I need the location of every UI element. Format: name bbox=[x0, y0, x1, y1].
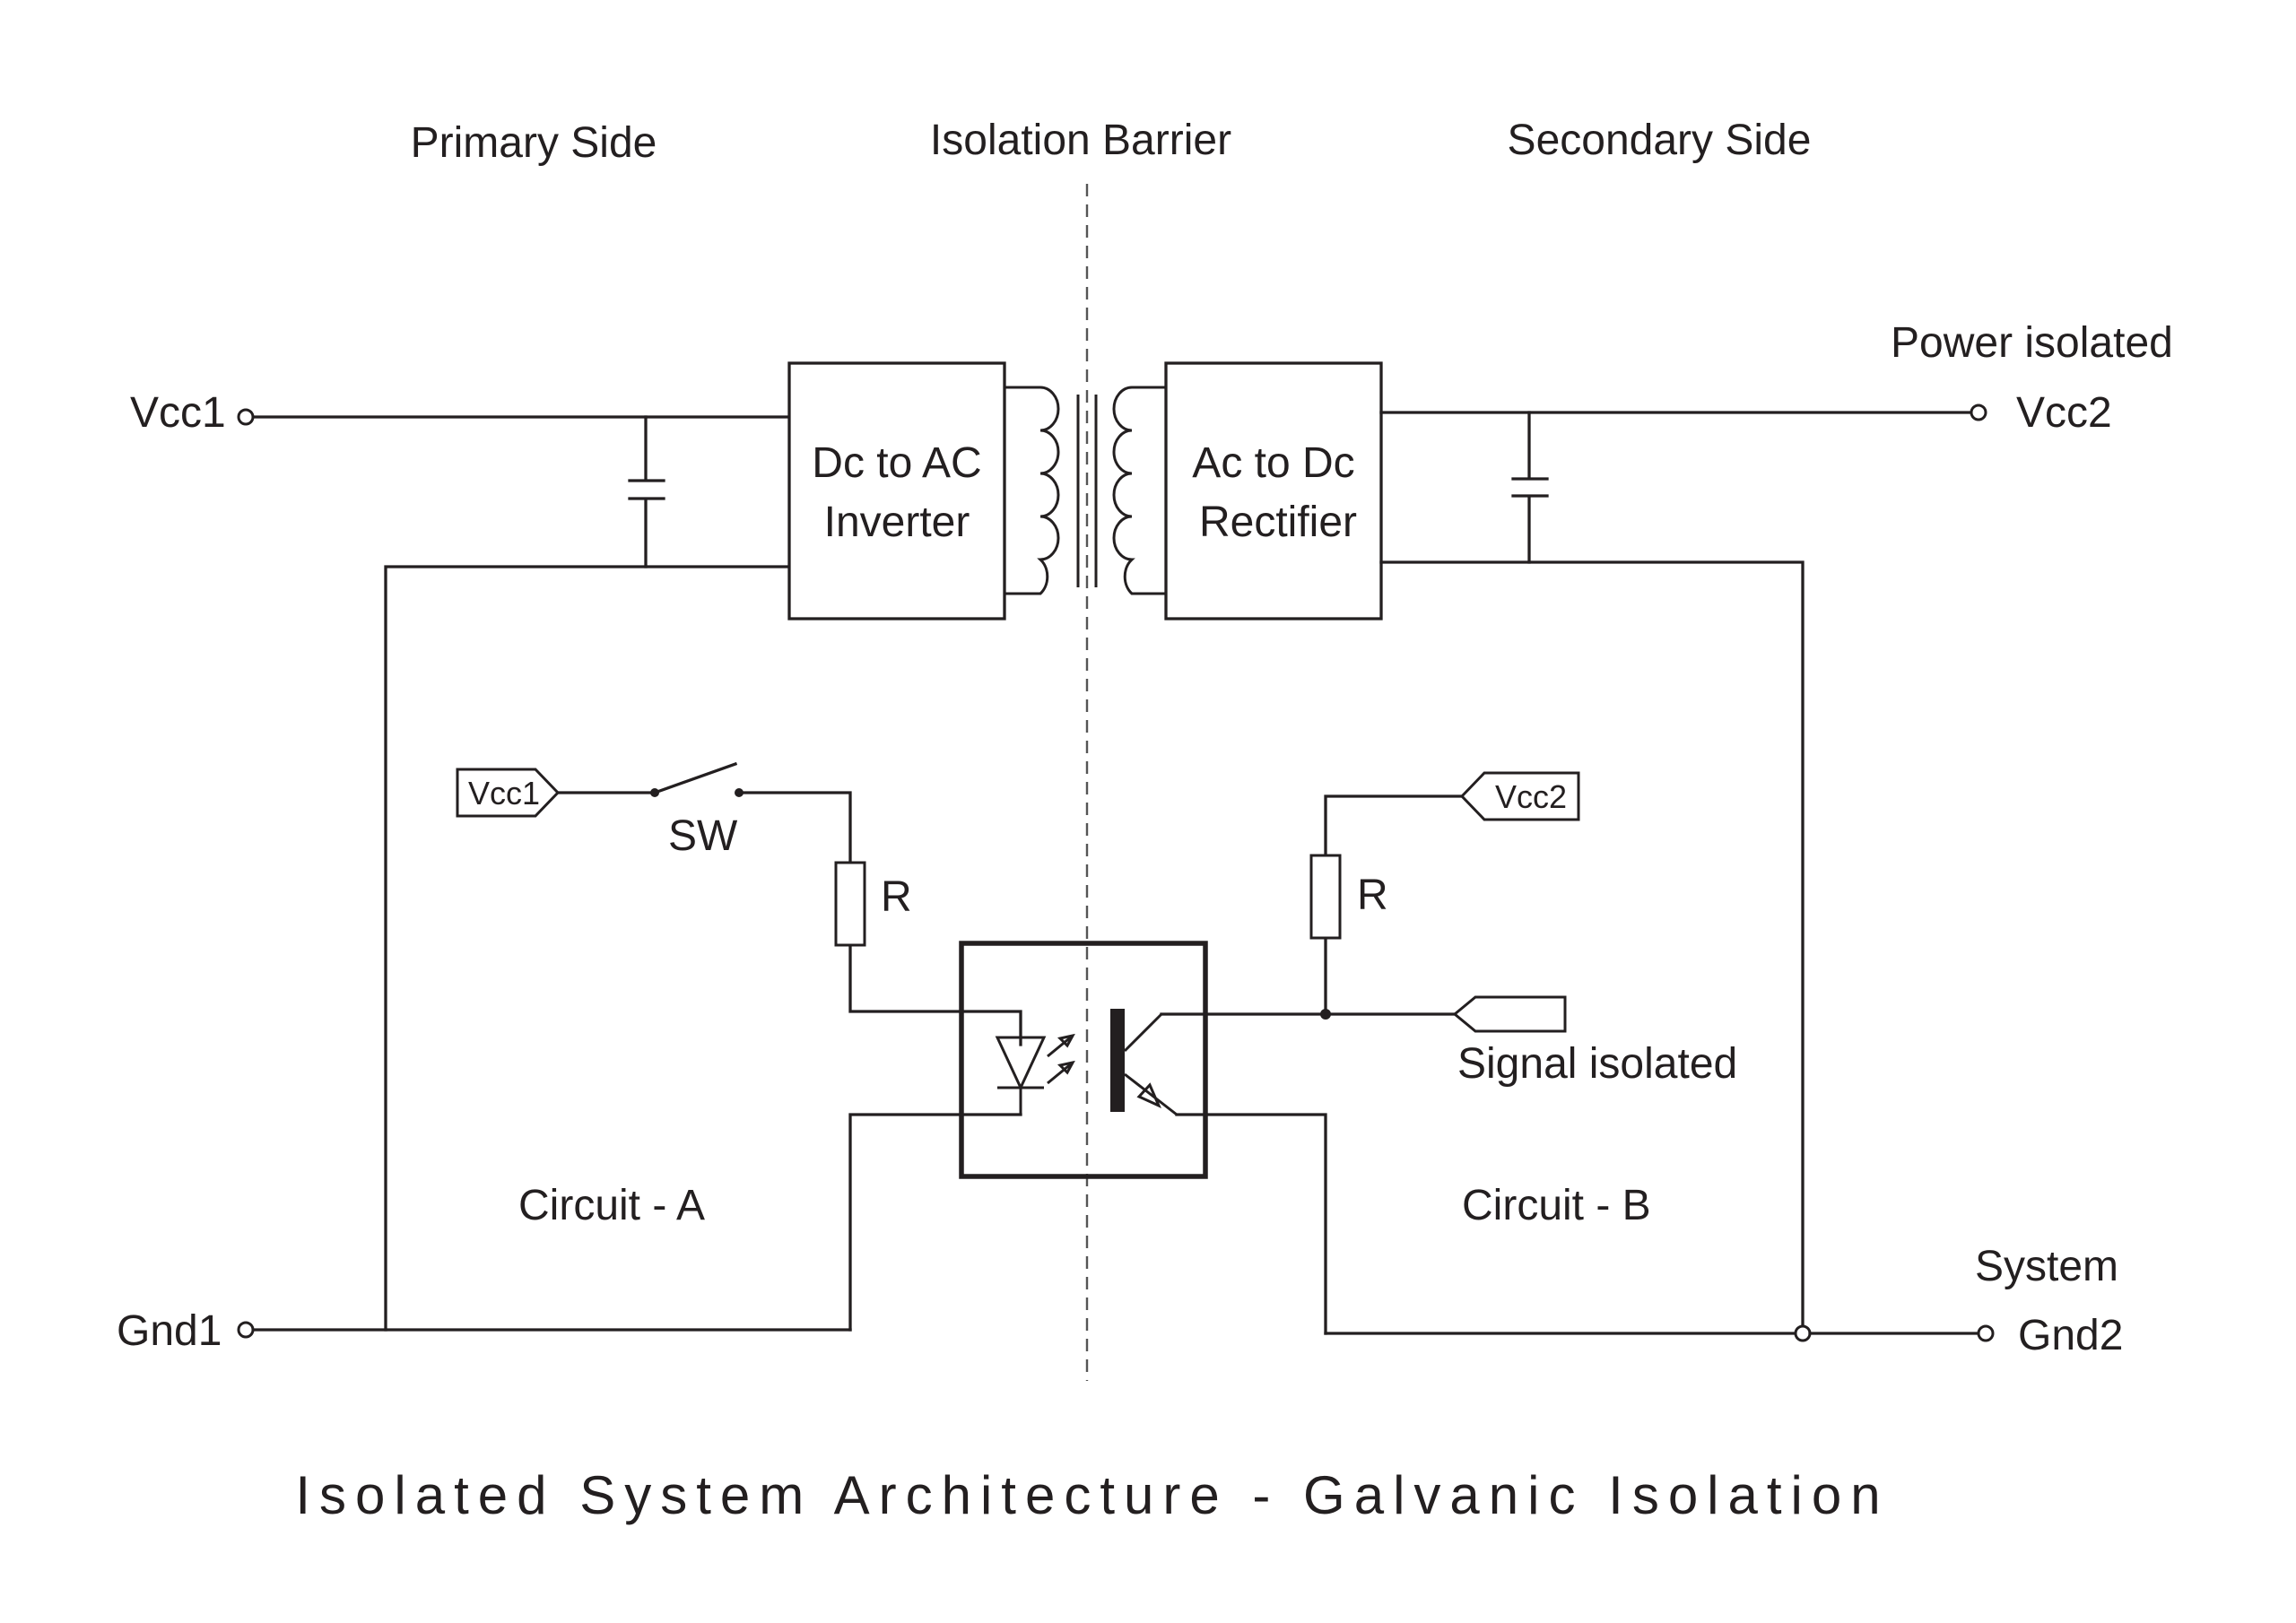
signal-isolated-label: Signal isolated bbox=[1457, 1040, 1737, 1088]
emission-arrow-2 bbox=[1047, 1061, 1074, 1085]
secondary-side-header: Secondary Side bbox=[1508, 117, 1812, 164]
inverter-label-line1: Dc to AC bbox=[812, 439, 981, 487]
gnd1-terminal-label: Gnd1 bbox=[117, 1307, 222, 1355]
primary-side-header: Primary Side bbox=[411, 119, 657, 167]
emission-arrow-1 bbox=[1047, 1034, 1074, 1058]
vcc1-tag-label: Vcc1 bbox=[468, 775, 540, 812]
secondary-return-wire bbox=[1379, 560, 1805, 1335]
led-cathode-return-wire bbox=[848, 1113, 1022, 1332]
inverter-block bbox=[787, 361, 1006, 621]
rectifier-block bbox=[1164, 361, 1383, 621]
vcc2-tag-label: Vcc2 bbox=[1495, 778, 1567, 815]
vcc1-terminal-label: Vcc1 bbox=[130, 389, 226, 437]
switch-label: SW bbox=[668, 812, 738, 860]
vcc2-tag-wire bbox=[1324, 794, 1464, 855]
primary-return-wire bbox=[384, 565, 791, 1332]
emission-arrowhead-2 bbox=[1057, 1060, 1075, 1075]
transformer-secondary-coil bbox=[1112, 386, 1166, 595]
gnd1-terminal bbox=[237, 1321, 255, 1339]
gnd2-junction bbox=[1794, 1324, 1812, 1342]
circuit-b-label: Circuit - B bbox=[1462, 1182, 1651, 1229]
rectifier-label-line2: Rectifier bbox=[1199, 499, 1357, 546]
circuit-a-label: Circuit - A bbox=[518, 1182, 705, 1229]
resistor-b-label: R bbox=[1357, 872, 1388, 919]
switch-lever bbox=[652, 761, 738, 795]
phototransistor-emitter bbox=[1124, 1072, 1178, 1116]
isolation-barrier-header: Isolation Barrier bbox=[930, 117, 1231, 164]
emitter-arrowhead bbox=[1136, 1082, 1161, 1108]
resistor-a bbox=[834, 861, 866, 947]
switch-to-resistor-wire bbox=[737, 791, 852, 863]
resistor-b bbox=[1309, 854, 1342, 940]
vcc2-terminal bbox=[1970, 404, 1987, 421]
system-label: System bbox=[1975, 1243, 2118, 1290]
signal-output-tag bbox=[1452, 995, 1567, 1033]
transformer-primary-coil bbox=[1004, 386, 1060, 595]
vcc2-terminal-label: Vcc2 bbox=[2016, 389, 2112, 437]
vcc1-tag bbox=[456, 768, 561, 818]
gnd2-terminal bbox=[1977, 1324, 1995, 1342]
vcc1-terminal bbox=[237, 408, 255, 426]
led-anode-wire bbox=[848, 945, 1022, 1046]
phototransistor-collector bbox=[1123, 1012, 1163, 1053]
vcc2-tag bbox=[1459, 771, 1580, 821]
phototransistor-base bbox=[1110, 1009, 1125, 1112]
power-isolated-label: Power isolated bbox=[1891, 319, 2173, 367]
led-triangle bbox=[995, 1036, 1047, 1091]
optocoupler-package bbox=[959, 941, 1208, 1179]
diagram-title: Isolated System Architecture - Galvanic … bbox=[295, 1465, 1889, 1525]
gnd2-terminal-label: Gnd2 bbox=[2018, 1312, 2123, 1359]
inverter-label-line2: Inverter bbox=[824, 499, 970, 546]
resistor-a-label: R bbox=[881, 873, 912, 921]
emitter-return-wire bbox=[1175, 1113, 1327, 1335]
emission-arrowhead-1 bbox=[1057, 1033, 1075, 1048]
rectifier-label-line1: Ac to Dc bbox=[1192, 439, 1354, 487]
